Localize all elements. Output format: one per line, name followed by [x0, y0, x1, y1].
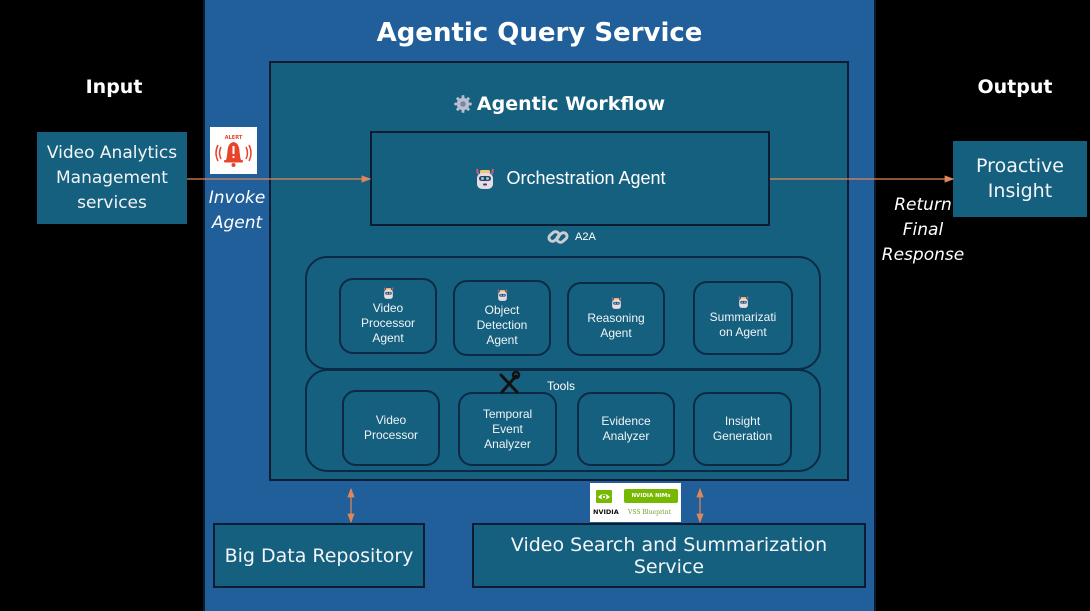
orchestration-agent-box[interactable]: Orchestration Agent [370, 131, 770, 226]
gear-icon [453, 94, 473, 114]
robot-icon [496, 288, 509, 302]
agent-label-line: Reasoning [587, 311, 645, 325]
tools-label: Tools [547, 379, 576, 393]
service-title: Agentic Query Service [376, 18, 703, 48]
robot-icon [610, 297, 623, 310]
vss-blueprint-text: VSS Blueprint [628, 509, 672, 516]
output-heading: Output [977, 76, 1053, 98]
input-line: services [77, 192, 147, 213]
tools-group: Video Processor Temporal Event Analyzer … [305, 369, 821, 472]
tool-label-line: Analyzer [602, 429, 650, 443]
svg-text:ALERT: ALERT [225, 135, 243, 141]
video-search-summarization-box[interactable]: Video Search and Summarization Service [472, 523, 866, 588]
agent-label-line: Summarizati [709, 310, 777, 324]
tool-label-line: Video [375, 413, 407, 427]
tool-label-line: Evidence [601, 414, 651, 428]
return-line: Final [902, 220, 944, 240]
vss-label: Video Search and Summarization Service [510, 533, 828, 578]
tool-label-line: Generation [712, 429, 773, 443]
nvidia-badge: NVIDIA NVIDIA NIMs VSS Blueprint [590, 483, 681, 522]
agent-label-line: Agent [372, 330, 404, 345]
tool-label-line: Analyzer [484, 436, 531, 451]
big-data-label: Big Data Repository [224, 544, 414, 567]
agents-group: Video Processor Agent Object Detection A… [305, 256, 821, 370]
alert-badge: ALERT [210, 127, 257, 174]
proactive-insight-box[interactable]: Proactive Insight [953, 141, 1087, 217]
agent-label-line: on Agent [719, 325, 767, 339]
agent-label-line: Object [484, 302, 520, 317]
tool-card-temporal-event-analyzer[interactable]: Temporal Event Analyzer [458, 392, 557, 466]
tool-card-insight-generation[interactable]: Insight Generation [693, 392, 792, 466]
return-line: Response [881, 245, 965, 265]
agent-label-line: Detection [476, 317, 528, 332]
tool-label-line: Processor [363, 428, 419, 442]
big-data-repository-box[interactable]: Big Data Repository [213, 523, 425, 588]
invoke-agent-line: Invoke [208, 188, 266, 208]
agent-label-line: Agent [486, 332, 518, 347]
output-line: Proactive [976, 155, 1064, 177]
workflow-title-text: Agentic Workflow [476, 93, 666, 115]
tool-label-line: Insight [724, 414, 761, 428]
video-analytics-management-box[interactable]: Video Analytics Management services [37, 132, 187, 224]
workflow-title: Agentic Workflow [269, 93, 849, 115]
nvidia-eye-icon [596, 490, 612, 503]
agent-label-line: Video [372, 300, 404, 315]
input-line: Management [55, 167, 168, 188]
robot-icon [474, 167, 496, 191]
link-icon [547, 228, 569, 246]
alert-bell-icon: ALERT [210, 127, 257, 174]
tool-label-line: Temporal [482, 406, 533, 421]
orchestration-agent-label: Orchestration Agent [506, 168, 666, 188]
agent-card-summarization[interactable]: Summarizati on Agent [693, 281, 793, 355]
robot-icon [737, 296, 750, 309]
tool-card-evidence-analyzer[interactable]: Evidence Analyzer [577, 392, 675, 466]
invoke-agent-label: Invoke Agent [203, 186, 271, 236]
invoke-agent-line: Agent [211, 213, 263, 233]
return-final-response-label: Return Final Response [876, 193, 970, 268]
agent-card-video-processor[interactable]: Video Processor Agent [339, 278, 437, 354]
a2a-protocol-label: A2A [547, 228, 596, 246]
input-heading: Input [85, 76, 143, 98]
agent-card-object-detection[interactable]: Object Detection Agent [453, 280, 551, 356]
a2a-label: A2A [575, 231, 596, 243]
tools-icon [497, 371, 521, 395]
input-line: Video Analytics [46, 142, 178, 163]
agent-label-line: Agent [600, 326, 632, 340]
tool-label-line: Event [492, 421, 523, 436]
return-line: Return [894, 195, 952, 215]
tool-card-video-processor[interactable]: Video Processor [342, 390, 440, 466]
output-line: Insight [987, 180, 1053, 202]
agent-label-line: Processor [360, 315, 416, 330]
robot-icon [382, 286, 395, 300]
nvidia-nims-pill: NVIDIA NIMs [624, 489, 678, 503]
nvidia-brand-text: NVIDIA [593, 508, 619, 516]
agent-card-reasoning[interactable]: Reasoning Agent [567, 282, 665, 356]
